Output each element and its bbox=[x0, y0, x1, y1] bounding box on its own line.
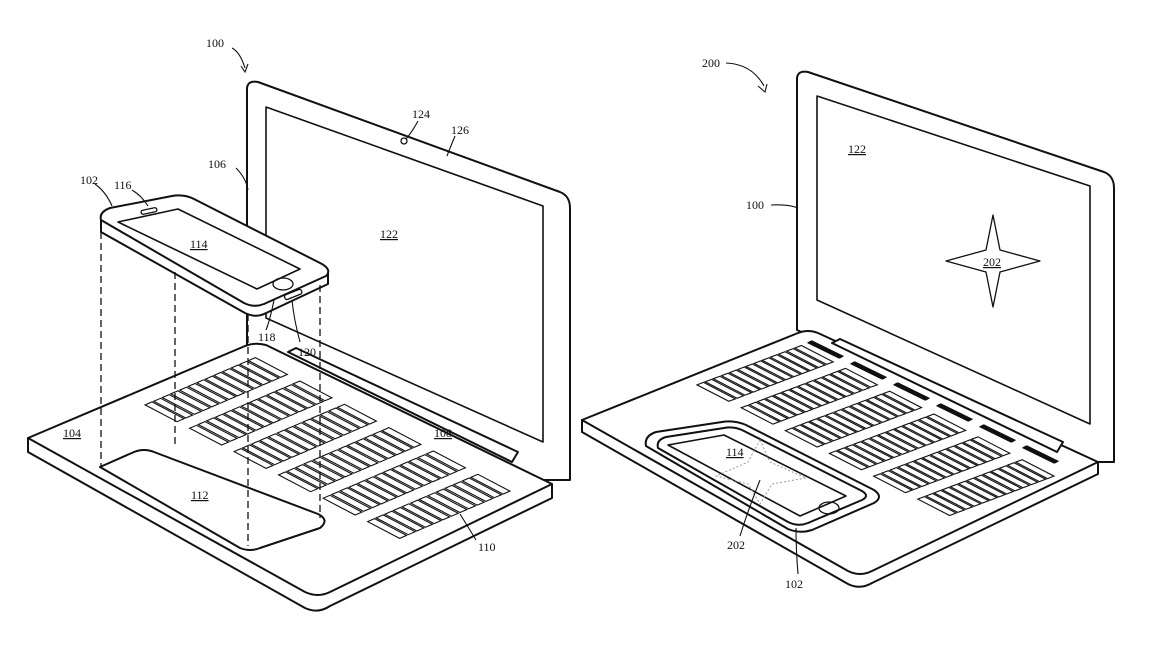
ref-202: 202 bbox=[983, 255, 1001, 269]
ref-122: 122 bbox=[848, 142, 866, 156]
ref-102: 102 bbox=[785, 577, 803, 591]
ref-100: 100 bbox=[746, 198, 764, 212]
figure-b: 200 100 122 202 114 202 102 bbox=[582, 56, 1114, 591]
ref-126: 126 bbox=[451, 123, 469, 137]
ref-110: 110 bbox=[478, 540, 496, 554]
ref-114: 114 bbox=[726, 445, 744, 459]
ref-100: 100 bbox=[206, 36, 224, 50]
ref-200: 200 bbox=[702, 56, 720, 70]
ref-108: 108 bbox=[434, 426, 452, 440]
ref-116: 116 bbox=[114, 178, 132, 192]
ref-122: 122 bbox=[380, 227, 398, 241]
ref-120: 120 bbox=[298, 345, 316, 359]
ref-114: 114 bbox=[190, 237, 208, 251]
ref-202: 202 bbox=[727, 538, 745, 552]
ref-124: 124 bbox=[412, 107, 430, 121]
ref-104: 104 bbox=[63, 426, 81, 440]
ref-118: 118 bbox=[258, 330, 276, 344]
ref-112: 112 bbox=[191, 488, 209, 502]
figure-a: 100 106 102 116 114 124 126 122 118 120 … bbox=[28, 36, 570, 611]
ref-106: 106 bbox=[208, 157, 226, 171]
ref-102: 102 bbox=[80, 173, 98, 187]
